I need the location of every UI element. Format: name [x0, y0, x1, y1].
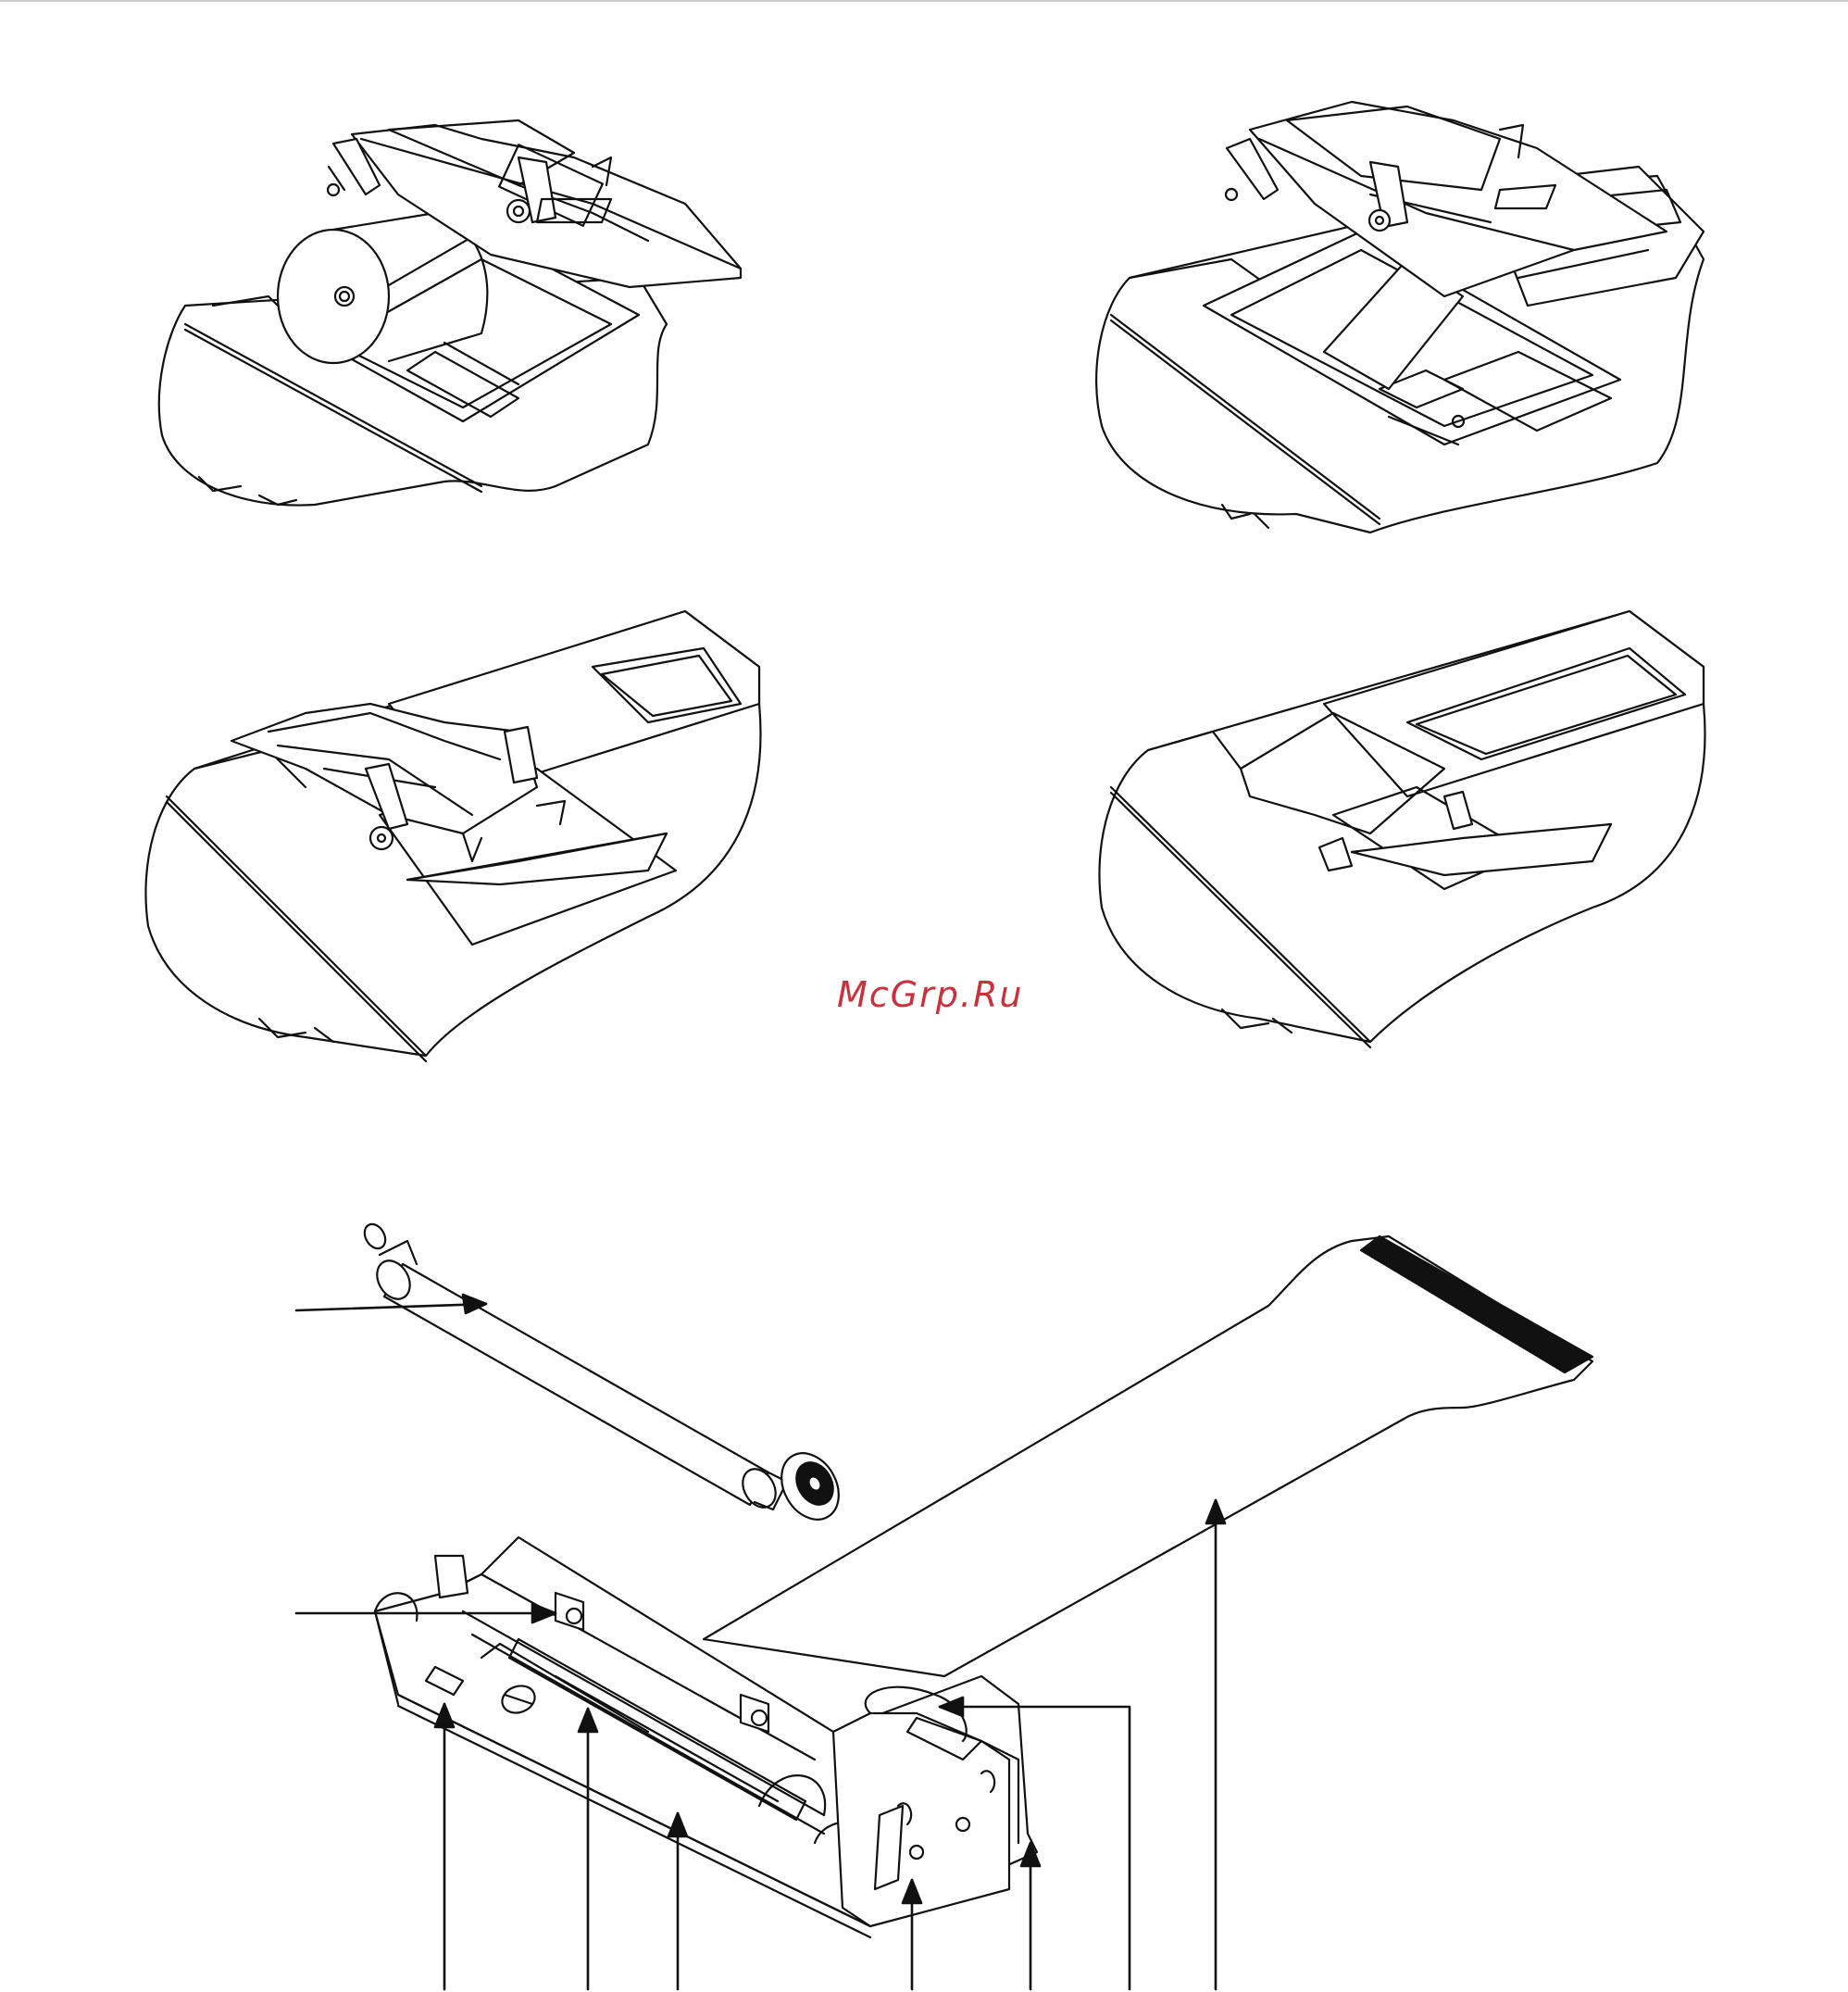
watermark-text: McGrp.Ru	[837, 974, 1023, 1015]
flex-cable	[704, 1236, 1592, 1676]
printer-cover-open-with-roll	[159, 120, 741, 506]
platen-roller	[360, 1221, 850, 1530]
printer-cover-closed	[1099, 611, 1704, 1047]
print-mechanism-exploded	[296, 1221, 1592, 1989]
printer-cover-closing	[145, 611, 760, 1061]
printer-cover-open-paper-loaded	[1096, 102, 1704, 532]
